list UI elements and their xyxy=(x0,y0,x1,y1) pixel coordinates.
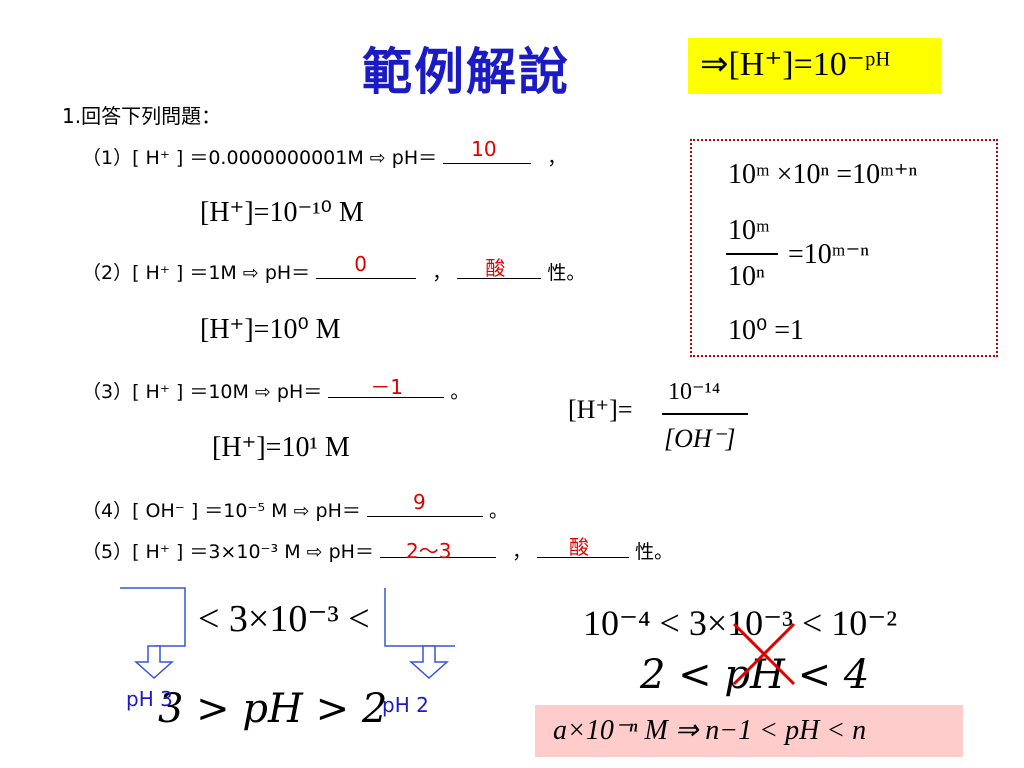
q1-answer: 10 xyxy=(471,137,497,161)
q3-math: [H⁺]=10¹ M xyxy=(212,432,350,463)
bottom-left-inequality: < 3×10⁻³ < xyxy=(198,598,370,640)
q5-blank2: 酸 xyxy=(537,535,630,559)
formula-highlight-box: ⇒[H⁺]=10⁻ᵖᴴ xyxy=(688,38,941,94)
rule-zero: 10⁰ =1 xyxy=(728,315,805,346)
bottom-right-ph-range: 2 < pH < 4 xyxy=(640,652,870,698)
label-ph2: pH 2 xyxy=(382,693,429,717)
q3-suffix: 。 xyxy=(450,381,470,403)
rule-divide-rhs: =10ᵐ⁻ⁿ xyxy=(788,239,870,270)
q3-blank: －1 xyxy=(328,375,445,399)
q2-suffix: 性。 xyxy=(547,262,586,284)
q5-answer2: 酸 xyxy=(569,535,590,559)
q4-blank: 9 xyxy=(366,490,483,517)
q1-blank: 10 xyxy=(443,137,532,164)
q5-text: （5）[ H⁺ ] ＝3×10⁻³ M ⇨ pH＝ xyxy=(82,541,374,563)
q2-sep: ， xyxy=(432,262,452,284)
q3-fraction-bar xyxy=(662,413,748,415)
bottom-right-inequality: 10⁻⁴ < 3×10⁻³ < 10⁻² xyxy=(583,603,898,643)
left-bracket xyxy=(120,587,186,647)
q3-side-den: [OH⁻] xyxy=(664,424,736,453)
rule-divide-num: 10ᵐ xyxy=(728,215,770,246)
q1-text: （1）[ H⁺ ] ＝0.0000000001M ⇨ pH＝ xyxy=(82,147,438,169)
q5-sep: ， xyxy=(512,541,532,563)
question-1: （1）[ H⁺ ] ＝0.0000000001M ⇨ pH＝ 10 ， xyxy=(82,137,567,170)
q4-text: （4）[ OH⁻ ] ＝10⁻⁵ M ⇨ pH＝ xyxy=(82,500,361,522)
exponent-rules-box: 10ᵐ ×10ⁿ =10ᵐ⁺ⁿ 10ᵐ 10ⁿ =10ᵐ⁻ⁿ 10⁰ =1 xyxy=(690,139,998,357)
question-5: （5）[ H⁺ ] ＝3×10⁻³ M ⇨ pH＝ 2～3 ， 酸 性。 xyxy=(82,535,674,564)
right-down-arrow-icon xyxy=(409,645,449,680)
q2-blank: 0 xyxy=(316,252,417,279)
general-rule-box: a×10⁻ⁿ M ⇒ n−1 < pH < n xyxy=(535,705,963,757)
q2-blank2: 酸 xyxy=(457,256,542,280)
general-rule-text: a×10⁻ⁿ M ⇒ n−1 < pH < n xyxy=(553,715,867,746)
q2-answer: 0 xyxy=(354,252,367,276)
q3-side-lhs: [H⁺]= xyxy=(568,395,633,424)
bracket-arrows xyxy=(120,587,455,680)
q5-answer: 2～3 xyxy=(406,539,452,563)
q3-answer: －1 xyxy=(370,375,404,399)
q2-text: （2）[ H⁺ ] ＝1M ⇨ pH＝ xyxy=(82,262,311,284)
question-4: （4）[ OH⁻ ] ＝10⁻⁵ M ⇨ pH＝ 9 。 xyxy=(82,490,509,523)
q3-text: （3）[ H⁺ ] ＝10M ⇨ pH＝ xyxy=(82,381,323,403)
cross-out-mark xyxy=(732,622,796,686)
right-bracket xyxy=(384,588,455,647)
left-down-arrow-icon xyxy=(134,645,174,680)
q4-suffix: 。 xyxy=(489,500,509,522)
question-3: （3）[ H⁺ ] ＝10M ⇨ pH＝ －1 。 xyxy=(82,375,470,404)
rule-divide-den: 10ⁿ xyxy=(728,261,765,292)
page-title: 範例解說 xyxy=(362,42,570,101)
q2-math: [H⁺]=10⁰ M xyxy=(200,314,341,345)
q5-blank: 2～3 xyxy=(380,539,497,563)
question-2: （2）[ H⁺ ] ＝1M ⇨ pH＝ 0 ， 酸 性。 xyxy=(82,252,586,285)
q2-answer2: 酸 xyxy=(485,256,506,280)
q4-answer: 9 xyxy=(412,490,426,514)
q3-side-num: 10⁻¹⁴ xyxy=(668,379,721,405)
question-intro: 1.回答下列問題： xyxy=(62,104,222,128)
q1-sep: ， xyxy=(547,147,567,169)
label-ph3: pH 3 xyxy=(126,687,173,711)
bottom-left-ph-range: 3 > pH > 2 xyxy=(158,686,388,732)
q1-math: [H⁺]=10⁻¹⁰ M xyxy=(200,197,364,228)
q5-suffix: 性。 xyxy=(635,541,674,563)
rule-multiply: 10ᵐ ×10ⁿ =10ᵐ⁺ⁿ xyxy=(728,159,918,190)
formula-text: ⇒[H⁺]=10⁻ᵖᴴ xyxy=(700,46,891,83)
rule-divide-bar xyxy=(726,253,778,255)
